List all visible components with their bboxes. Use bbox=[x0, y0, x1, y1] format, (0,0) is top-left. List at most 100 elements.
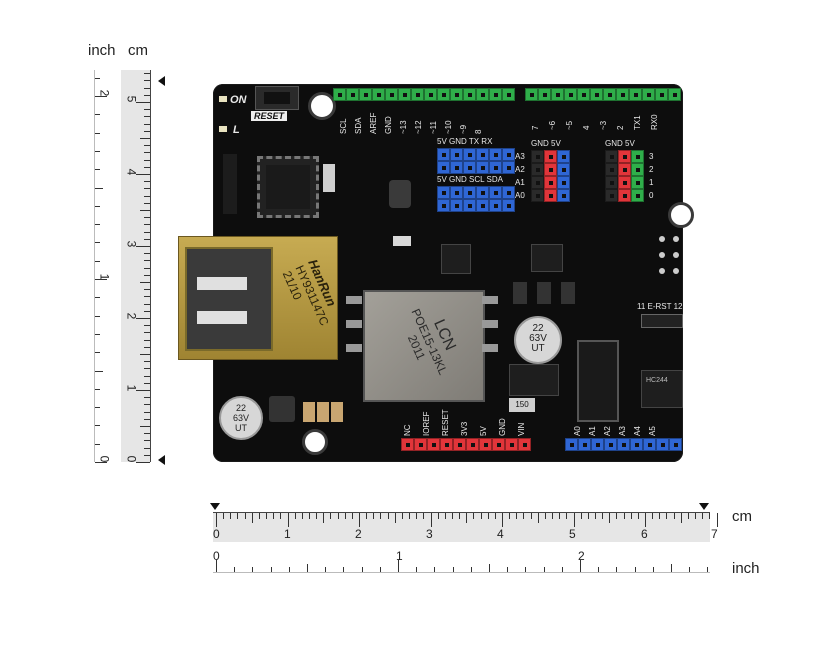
ruler-unit-cm: cm bbox=[128, 42, 148, 59]
icsp-pad bbox=[673, 252, 679, 258]
sensor-pin bbox=[557, 150, 570, 163]
header-pin bbox=[359, 88, 372, 101]
ruler-unit-inch: inch bbox=[732, 560, 760, 577]
pin-label: ~3 bbox=[599, 120, 608, 130]
ruler-marker-top bbox=[158, 76, 165, 86]
sensor-pin bbox=[557, 176, 570, 189]
mounting-hole bbox=[302, 429, 328, 455]
ruler-tick bbox=[144, 202, 150, 204]
ruler-tick bbox=[144, 289, 150, 291]
row-label: A1 bbox=[515, 178, 525, 187]
ruler-tick bbox=[398, 560, 399, 572]
header-pin bbox=[502, 199, 515, 212]
capacitor-label: 22 63V UT bbox=[232, 403, 249, 433]
sensor-pin bbox=[618, 176, 631, 189]
ruler-tick bbox=[351, 513, 353, 519]
sensor-pin bbox=[631, 176, 644, 189]
ruler-tick bbox=[144, 109, 150, 111]
pin-label: A1 bbox=[588, 426, 597, 436]
ruler-tick bbox=[95, 443, 100, 445]
header-pin bbox=[385, 88, 398, 101]
ruler-tick bbox=[266, 513, 268, 519]
ruler-tick bbox=[459, 513, 461, 519]
header-pin bbox=[476, 88, 489, 101]
ruler-tick bbox=[144, 433, 150, 435]
pad bbox=[346, 296, 362, 304]
header-pin bbox=[427, 438, 440, 451]
icsp-pad bbox=[659, 268, 665, 274]
header-pin bbox=[489, 199, 502, 212]
ruler-tick bbox=[95, 388, 100, 390]
ruler-tick bbox=[144, 339, 150, 341]
ruler-tick bbox=[144, 253, 150, 255]
ruler-tick bbox=[144, 231, 150, 233]
icsp-pad bbox=[673, 236, 679, 242]
sensor-pin bbox=[631, 189, 644, 202]
ruler-tick bbox=[144, 454, 150, 456]
smd-component bbox=[561, 282, 575, 304]
ruler-tick bbox=[144, 332, 150, 334]
ruler-tick bbox=[136, 462, 150, 463]
header-pin bbox=[437, 148, 450, 161]
ruler-tick bbox=[609, 513, 611, 523]
ruler-tick bbox=[216, 560, 217, 572]
ruler-tick bbox=[144, 325, 150, 327]
microcontroller-chip bbox=[257, 156, 319, 218]
ruler-tick bbox=[216, 513, 217, 527]
header-pin bbox=[525, 88, 538, 101]
buffer-chip-label: HC244 bbox=[646, 377, 668, 384]
ruler-tick bbox=[140, 354, 150, 355]
header-pin bbox=[518, 438, 531, 451]
reset-label: RESET bbox=[251, 111, 288, 121]
ruler-tick bbox=[580, 513, 582, 519]
ruler-tick bbox=[523, 513, 525, 519]
ruler-tick bbox=[95, 187, 103, 189]
erst-jumper[interactable] bbox=[641, 314, 683, 328]
ruler-tick bbox=[95, 132, 100, 134]
l-led-icon bbox=[219, 126, 227, 132]
header-pin bbox=[656, 438, 669, 451]
ruler-tick bbox=[616, 567, 618, 572]
tantalum-capacitor bbox=[331, 402, 343, 422]
ruler-tick bbox=[95, 260, 100, 262]
ruler-tick bbox=[144, 166, 150, 168]
reset-button[interactable] bbox=[255, 86, 299, 110]
pad bbox=[482, 320, 498, 328]
header-pin bbox=[398, 88, 411, 101]
ruler-tick bbox=[95, 425, 100, 427]
ruler-tick bbox=[230, 513, 232, 519]
ruler-tick bbox=[689, 567, 691, 572]
ruler-tick bbox=[95, 279, 107, 280]
header-pin bbox=[642, 88, 655, 101]
sensor-pin bbox=[618, 150, 631, 163]
header-pin bbox=[590, 88, 603, 101]
icsp-pad bbox=[673, 268, 679, 274]
ruler-tick bbox=[144, 152, 150, 154]
inductor bbox=[389, 180, 411, 208]
ruler-cm-label: 6 bbox=[641, 527, 648, 541]
header-pin bbox=[437, 88, 450, 101]
ruler-tick bbox=[645, 513, 646, 527]
pin-label: NC bbox=[403, 424, 412, 436]
ruler-tick bbox=[444, 513, 446, 519]
ruler-tick bbox=[144, 267, 150, 269]
ruler-tick bbox=[470, 567, 472, 572]
header-pin bbox=[616, 88, 629, 101]
ruler-tick bbox=[144, 130, 150, 132]
ruler-tick bbox=[330, 513, 332, 519]
ruler-cm-label: 5 bbox=[569, 527, 576, 541]
sensor-pin bbox=[544, 163, 557, 176]
analog-header bbox=[565, 438, 682, 451]
ruler-tick bbox=[288, 567, 290, 572]
row-label: 0 bbox=[649, 191, 654, 200]
ruler-tick bbox=[144, 382, 150, 384]
pin-label: RESET bbox=[441, 409, 450, 436]
rj45-jack: HanRun HY931147C 21/10 bbox=[178, 236, 339, 360]
ruler-tick bbox=[144, 195, 150, 197]
icsp-pad bbox=[659, 236, 665, 242]
ruler-cm-label: 1 bbox=[284, 527, 291, 541]
ruler-tick bbox=[530, 513, 532, 519]
ruler-tick bbox=[140, 210, 150, 211]
ruler-tick bbox=[452, 567, 454, 572]
row-label: A3 bbox=[515, 152, 525, 161]
